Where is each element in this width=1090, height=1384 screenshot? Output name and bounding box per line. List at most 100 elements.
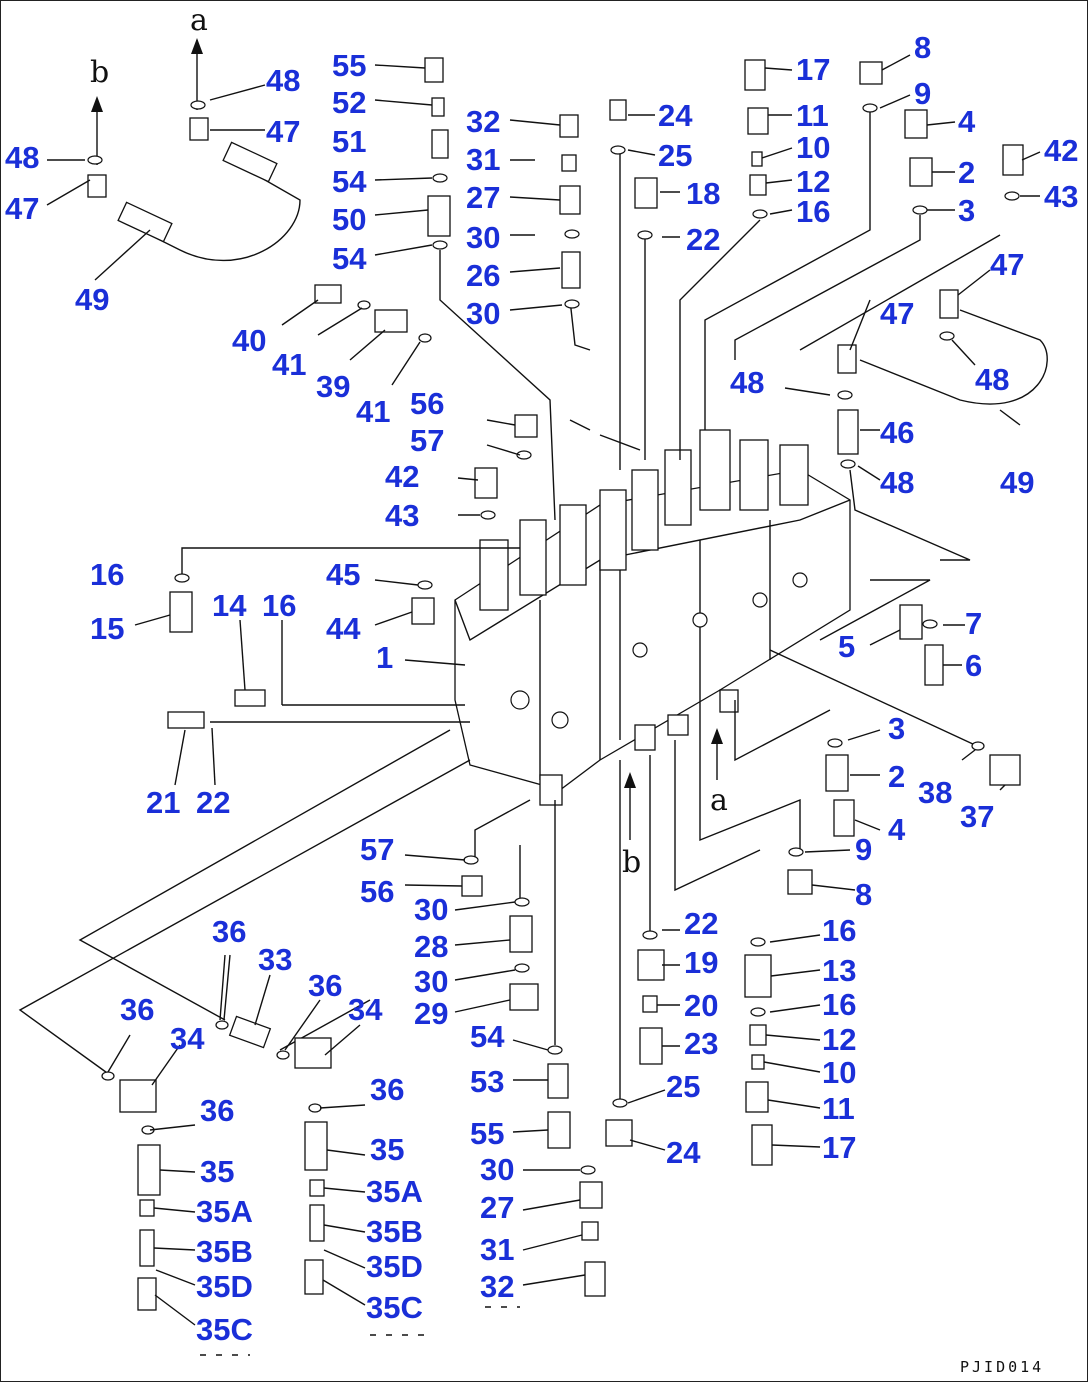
callout: 35C (366, 1290, 423, 1325)
callout: 30 (466, 296, 500, 331)
callout: 8 (855, 877, 872, 912)
callout: 24 (666, 1135, 701, 1170)
callout: 48 (266, 63, 300, 98)
callout: 41 (272, 347, 306, 382)
callout: 36 (212, 914, 246, 949)
callout: 28 (414, 929, 448, 964)
callout: 4 (888, 812, 906, 847)
callout: 16 (796, 194, 830, 229)
callout: 4 (958, 104, 976, 139)
callout: 47 (880, 296, 914, 331)
callout: 47 (5, 191, 39, 226)
callout: 16 (262, 588, 296, 623)
callout: 16 (822, 913, 856, 948)
callout: 30 (414, 892, 448, 927)
callout: 48 (5, 140, 39, 175)
callout: 32 (466, 104, 500, 139)
arrow-label-a-body: a (710, 783, 728, 818)
callout: 34 (348, 992, 383, 1027)
callout: 10 (822, 1055, 856, 1090)
callout: 30 (480, 1152, 514, 1187)
callout: 36 (308, 968, 342, 1003)
callout: 42 (1044, 133, 1078, 168)
callout: 50 (332, 202, 366, 237)
callout: 35B (366, 1214, 423, 1249)
callout: 16 (822, 987, 856, 1022)
callout: 8 (914, 30, 931, 65)
leader-lines (18, 110, 1001, 1100)
callout: 57 (360, 832, 394, 867)
callout: 44 (326, 611, 361, 646)
callout: 15 (90, 611, 124, 646)
callout: 54 (332, 241, 367, 276)
callout: 35 (370, 1132, 404, 1167)
callout: 29 (414, 996, 448, 1031)
callout: 55 (332, 48, 366, 83)
callout: 10 (796, 130, 830, 165)
callout: 45 (326, 557, 360, 592)
callout: 43 (385, 498, 419, 533)
callout: 17 (822, 1130, 856, 1165)
callout: 49 (1000, 465, 1034, 500)
callout: 35A (196, 1194, 253, 1229)
control-valve-body (454, 429, 851, 806)
figure-code: PJID014 (960, 1358, 1044, 1376)
arrow-label-a-top: a (190, 3, 208, 38)
callout: 42 (385, 459, 419, 494)
arrow-label-b-top: b (90, 55, 109, 90)
arrow-label-b-body: b (622, 845, 641, 880)
callout: 7 (965, 606, 982, 641)
callout: 57 (410, 423, 444, 458)
callout: 26 (466, 258, 500, 293)
callout: 34 (170, 1021, 205, 1056)
callout: 30 (466, 220, 500, 255)
callout: 18 (686, 176, 720, 211)
callout: 54 (332, 164, 367, 199)
callout: 31 (480, 1232, 514, 1267)
callout: 35A (366, 1174, 423, 1209)
callout: 12 (796, 164, 830, 199)
callout: 3 (888, 711, 905, 746)
callout: 35B (196, 1234, 253, 1269)
callout: 9 (855, 832, 872, 867)
callout: 33 (258, 942, 292, 977)
callout: 25 (666, 1069, 700, 1104)
callout: 48 (730, 365, 764, 400)
callout: 56 (410, 386, 444, 421)
callout: 36 (120, 992, 154, 1027)
callout: 27 (466, 180, 500, 215)
callout: 11 (796, 98, 829, 133)
callout: 11 (822, 1091, 855, 1126)
callout: 16 (90, 557, 124, 592)
callout: 20 (684, 988, 718, 1023)
callout: 1 (376, 640, 393, 675)
callout: 43 (1044, 179, 1078, 214)
callout: 39 (316, 369, 350, 404)
callout: 5 (838, 629, 855, 664)
callout: 17 (796, 52, 830, 87)
callout: 12 (822, 1022, 856, 1057)
hose-assemblies (119, 159, 1048, 405)
callout: 36 (370, 1072, 404, 1107)
callout: 36 (200, 1093, 234, 1128)
callout: 35 (200, 1154, 234, 1189)
arrow-letters: a b a b (90, 3, 728, 880)
callout: 37 (960, 799, 994, 834)
callout: 22 (686, 222, 720, 257)
callout: 25 (658, 138, 692, 173)
callout: 49 (75, 282, 109, 317)
callout: 53 (470, 1064, 504, 1099)
callout: 19 (684, 945, 718, 980)
callout: 41 (356, 394, 390, 429)
direction-arrows (91, 38, 723, 840)
callout: 31 (466, 142, 500, 177)
callout: 22 (196, 785, 230, 820)
callout-ticks (46, 54, 1041, 1356)
callout: 38 (918, 775, 952, 810)
callout: 52 (332, 85, 366, 120)
callout: 27 (480, 1190, 514, 1225)
callout: 23 (684, 1026, 718, 1061)
callout: 51 (332, 124, 366, 159)
